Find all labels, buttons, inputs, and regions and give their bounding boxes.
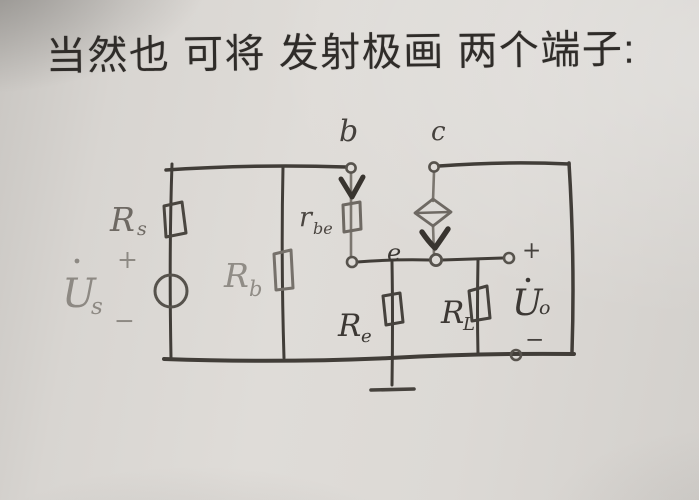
output-minus-terminal-circle [509,348,523,362]
rl-label: R L [440,295,475,335]
rl-branch-wire [476,258,480,357]
svg-text:U: U [512,283,544,324]
re-branch-wire [390,260,394,387]
uo-phasor-dot [525,277,531,283]
us-phasor-dot [74,258,80,264]
e-left-terminal-circle [345,255,359,269]
re-label: R e [337,308,372,347]
svg-text:e: e [361,326,372,347]
rb-label: R b [223,256,262,301]
re-resistor [381,291,405,327]
c-terminal-label: c [431,117,446,147]
svg-text:s: s [91,294,103,320]
right-branch-wire [567,161,575,354]
rs-resistor [162,200,188,239]
svg-text:L: L [462,314,475,335]
svg-text:R: R [337,308,361,344]
top-right-wire [437,161,571,168]
uo-label: U o [512,277,550,324]
b-terminal-circle [345,162,357,174]
uo-plus-sign: + [522,238,541,264]
svg-text:R: R [109,200,135,239]
rl-resistor [467,284,492,323]
rb-branch-wire [280,165,286,360]
c-terminal-circle [428,161,440,173]
rb-resistor [272,248,295,292]
svg-text:s: s [137,218,147,240]
e-mid-terminal-circle [428,252,443,267]
dependent-current-source [413,197,453,228]
svg-text:U: U [62,271,97,317]
svg-text:b: b [249,277,262,301]
b-terminal-label: b [339,114,358,149]
source-branch-wire [168,162,174,360]
us-source-circle [153,273,189,309]
svg-text:R: R [440,295,464,331]
output-plus-terminal-circle [502,251,516,265]
uo-minus-sign: − [525,327,544,353]
e-node-wire [355,256,505,264]
ic-current-arrow-icon [419,226,451,251]
us-minus-sign: − [114,306,135,335]
rbe-label: r be [299,202,333,238]
svg-text:r: r [299,202,314,233]
svg-text:o: o [539,297,550,319]
svg-text:be: be [313,219,333,238]
rs-label: R s [109,200,147,240]
ib-current-arrow-icon [338,174,366,200]
us-plus-sign: + [117,245,138,274]
svg-text:R: R [223,256,249,295]
us-label: U s [62,258,103,320]
top-left-wire [164,164,348,172]
ground-icon [369,387,416,392]
e-node-label: e [387,239,401,267]
rbe-resistor [341,200,363,234]
